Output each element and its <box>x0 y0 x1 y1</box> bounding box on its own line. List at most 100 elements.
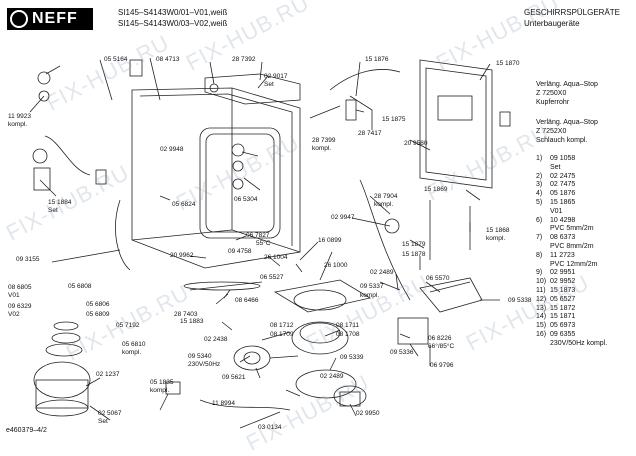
callout-05-6810-note: kompl. <box>122 349 142 356</box>
legend-part-number: 09 6355 <box>550 330 576 338</box>
callout-05-5164: 05 5164 <box>104 56 128 63</box>
legend-row: 6) 10 4298 <box>536 217 634 226</box>
legend-position: 1) <box>536 155 543 162</box>
legend-position: 10) <box>536 278 547 286</box>
callout-05-7192: 05 7192 <box>116 322 140 329</box>
legend-note: PVC 8mm/2m <box>550 242 594 250</box>
callout-09-6329: 09 6329 <box>8 303 32 310</box>
callout-15-1870: 15 1870 <box>496 60 520 67</box>
callout-09-5340: 09 5340 <box>188 353 212 360</box>
callout-08-6805: 08 6805 <box>8 284 32 291</box>
callout-05-6809: 05 6809 <box>86 311 110 318</box>
legend-note: 230V/50Hz kompl. <box>550 339 608 347</box>
legend-note: PVC 5mm/2m <box>550 225 594 233</box>
legend-part-number: 11 2723 <box>550 251 575 259</box>
callout-09-5621: 09 5621 <box>222 374 246 381</box>
legend-row: 16)09 6355 <box>536 331 634 340</box>
model-line-2: SI145–S4143W0/03–V02,weiß <box>118 19 228 28</box>
side-note-1: Verläng. Aqua–Stop <box>536 81 598 88</box>
callout-05-1835: 05 1835 <box>150 379 174 386</box>
legend-part-number: 10 4298 <box>550 216 576 224</box>
callout-08-4713: 08 4713 <box>156 56 180 63</box>
callout-02-9017: 02 9017 <box>264 73 288 80</box>
legend-position: 2) <box>536 172 543 180</box>
callout-06-5570: 06 5570 <box>426 275 450 282</box>
side-note-5: Z 7252X0 <box>536 128 567 135</box>
callout-03-0134: 03 0134 <box>258 424 282 431</box>
callout-28-7904-note: kompl. <box>374 201 394 208</box>
callout-06-8226: 06 8226 <box>428 335 452 342</box>
callout-05-6806: 05 6806 <box>86 301 110 308</box>
callout-15-1876: 15 1876 <box>365 56 389 63</box>
legend-row: 4)05 1876 <box>536 190 634 199</box>
legend-row: 10)02 9952 <box>536 278 634 287</box>
legend-position: 4) <box>536 190 543 198</box>
legend-row: 15)05 6973 <box>536 322 634 331</box>
legend-position: 15) <box>536 322 547 330</box>
callout-28-7403: 28 7403 <box>174 311 198 318</box>
legend-note: V01 <box>550 207 563 215</box>
callout-26-1000: 26 1000 <box>324 262 348 269</box>
legend-position: 5) <box>536 198 543 206</box>
callout-02-9948: 02 9948 <box>160 146 184 153</box>
callout-09-5336: 09 5336 <box>390 349 414 356</box>
legend-position: 14) <box>536 313 547 321</box>
legend-part-number: 02 9952 <box>550 278 576 286</box>
callout-15-1884-note: Set <box>48 207 58 214</box>
callout-09-6329-version: V02 <box>8 311 20 318</box>
side-note-2: Z 7250X0 <box>536 90 567 97</box>
callout-08-1709: 08 1709 <box>270 331 294 338</box>
legend-part-number: 09 1058 <box>550 155 576 162</box>
legend-position: 11) <box>536 286 546 294</box>
legend-position: 12) <box>536 295 547 303</box>
brand-logo: NEFF <box>7 8 93 30</box>
legend-part-number: 02 7475 <box>550 181 576 189</box>
legend-row: 5)15 1865 <box>536 199 634 208</box>
legend-row: 11)15 1873 <box>536 287 634 296</box>
callout-02-1237: 02 1237 <box>96 371 120 378</box>
callout-11-8994: 11 8994 <box>212 400 236 407</box>
callout-09-5337: 09 5337 <box>360 283 384 290</box>
legend-position: 6) <box>536 216 543 224</box>
legend-row: 9) 02 9951 <box>536 269 634 278</box>
callout-05-1835-note: kompl. <box>150 387 170 394</box>
callout-08-1712: 08 1712 <box>270 322 294 329</box>
callout-20-9962: 20 9962 <box>170 252 194 259</box>
legend-position: 9) <box>536 269 543 277</box>
legend-row: 3) 02 7475 <box>536 181 634 190</box>
callout-20-9580: 20 9580 <box>404 140 428 147</box>
legend-position: 13) <box>536 304 547 312</box>
callout-05-6810: 05 6810 <box>122 341 146 348</box>
callout-09-5338: 09 5338 <box>508 297 532 304</box>
callout-02-9017-note: Set <box>264 81 274 88</box>
legend-position: 3) <box>536 181 543 189</box>
callout-15-1868: 15 1868 <box>486 227 510 234</box>
legend-row: 14)15 1871 <box>536 313 634 322</box>
callout-28-7399-note: kompl. <box>312 145 332 152</box>
callout-15-1879: 15 1879 <box>402 241 426 248</box>
callout-09-3155: 09 3155 <box>16 256 40 263</box>
callout-05-6824: 05 6824 <box>172 201 196 208</box>
legend-part-number: 15 1871 <box>550 313 576 321</box>
callout-02-5067-note: Set <box>98 418 108 425</box>
legend-note: PVC 12mm/2m <box>550 260 598 268</box>
document-id: e460379–4/2 <box>6 427 47 434</box>
callout-15-1868-note: kompl. <box>486 235 506 242</box>
callout-28-7417: 28 7417 <box>358 130 382 137</box>
legend-part-number: 05 6973 <box>550 322 576 330</box>
callout-02-9950: 02 9950 <box>356 410 380 417</box>
legend-row: 8)11 2723 <box>536 252 634 261</box>
side-note-4: Verläng. Aqua–Stop <box>536 119 598 126</box>
legend-position: 7) <box>536 234 543 242</box>
callout-11-9923: 11 9923 <box>8 113 32 120</box>
callout-09-4758: 09 4758 <box>228 248 252 255</box>
callout-05-6808: 05 6808 <box>68 283 92 290</box>
legend-part-number: 02 9951 <box>550 269 576 277</box>
callout-15-1878: 15 1878 <box>402 251 426 258</box>
legend-part-number: 05 6527 <box>550 295 576 303</box>
callout-08-6466: 08 6466 <box>235 297 259 304</box>
category-title: GESCHIRRSPÜLGERÄTE <box>524 8 621 17</box>
callout-06-5304: 06 5304 <box>234 196 258 203</box>
